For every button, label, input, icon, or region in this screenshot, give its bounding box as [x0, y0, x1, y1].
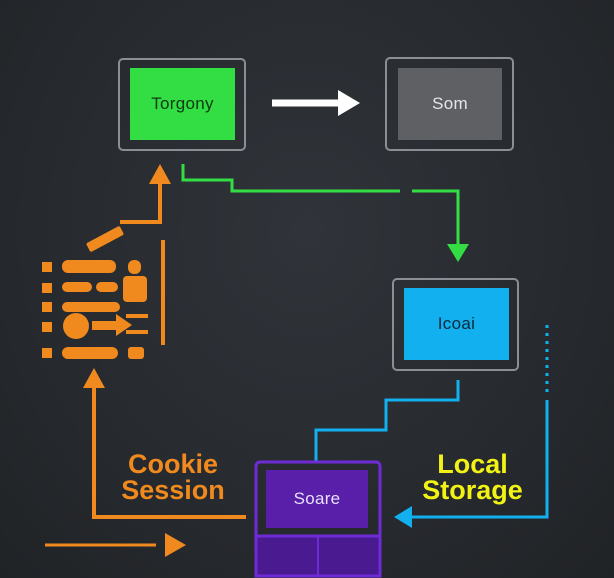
soare-stack: [254, 460, 382, 578]
soare-node[interactable]: Soare: [266, 470, 368, 528]
blue-connector: [314, 380, 460, 462]
local-storage-line2: Storage: [422, 475, 523, 505]
som-node[interactable]: Som: [398, 68, 502, 140]
som-label: Som: [432, 94, 468, 113]
local-storage-label: Local Storage: [405, 449, 540, 505]
icoai-label: Icoai: [437, 314, 476, 333]
cookie-session-label: Cookie Session: [108, 449, 238, 505]
green-connector: [181, 164, 469, 262]
cookie-session-line1: Cookie: [127, 449, 219, 479]
icoai-node-frame: [392, 278, 519, 371]
orange-bottom-arrow: [45, 533, 186, 557]
torgony-node-frame: [118, 58, 246, 151]
soare-label: Soare: [293, 489, 341, 508]
torgony-node[interactable]: Torgony: [130, 68, 235, 140]
icoai-node[interactable]: Icoai: [404, 288, 509, 360]
arrow-torgony-to-som: [272, 90, 360, 116]
cookie-session-line2: Session: [121, 475, 225, 505]
orange-up-connector: [120, 164, 171, 345]
cookie-storage-icon: [42, 226, 148, 359]
local-storage-line1: Local: [437, 449, 508, 479]
som-node-frame: [385, 57, 514, 151]
orange-left-connector: [83, 368, 246, 519]
blue-return-connector: [394, 325, 549, 528]
torgony-label: Torgony: [151, 94, 214, 113]
